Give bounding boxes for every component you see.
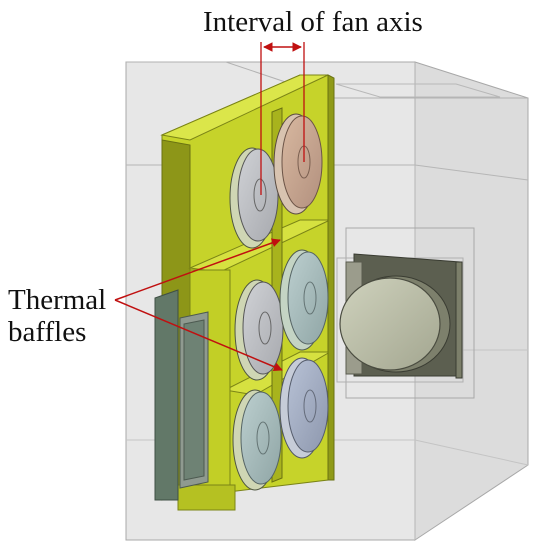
enclosure-back-outline (335, 83, 501, 98)
interval-of-fan-axis-label: Interval of fan axis (203, 6, 423, 38)
fan-bottom-right-blade (287, 359, 329, 453)
left-block-face (154, 289, 179, 501)
heat-source-disc (339, 277, 441, 371)
fan-middle-left-hub (258, 311, 272, 345)
fan-top-left-blade (237, 148, 279, 242)
enclosure-inner-line-e (414, 439, 529, 466)
fan-bottom-right (279, 357, 329, 459)
interval-annotation (260, 42, 305, 195)
baffle-right-edge (327, 74, 335, 481)
baffle-arrow-lower (114, 299, 283, 372)
fan-top-right-blade (281, 115, 323, 209)
fan-middle-right-blade (287, 251, 329, 345)
fan-bottom-left-blade (240, 391, 282, 485)
heat-source-block (336, 227, 475, 399)
left-block-inner-panel (183, 319, 205, 481)
baffles-label: baffles (8, 316, 87, 348)
fan-top-left (229, 147, 279, 249)
enclosure-top-edge (126, 61, 528, 99)
fan-bottom-right-hub (303, 389, 317, 423)
fan-middle-left-blade (242, 281, 284, 375)
fan-top-left-hub (253, 178, 267, 212)
fan-middle-right (279, 249, 329, 351)
fan-middle-right-hub (303, 281, 317, 315)
thermal-baffles-annotation (114, 238, 283, 372)
heat-source-side-plate (455, 261, 463, 379)
baffle-front-bottom-step (177, 484, 236, 511)
fan-top-right (273, 113, 323, 215)
baffle-arrow-upper (114, 238, 281, 301)
fan-bottom-left-hub (256, 421, 270, 455)
left-side-block (154, 289, 209, 501)
enclosure-inner-line-b (414, 164, 529, 181)
fan-bottom-left (232, 389, 282, 491)
thermal-label: Thermal (8, 284, 107, 316)
